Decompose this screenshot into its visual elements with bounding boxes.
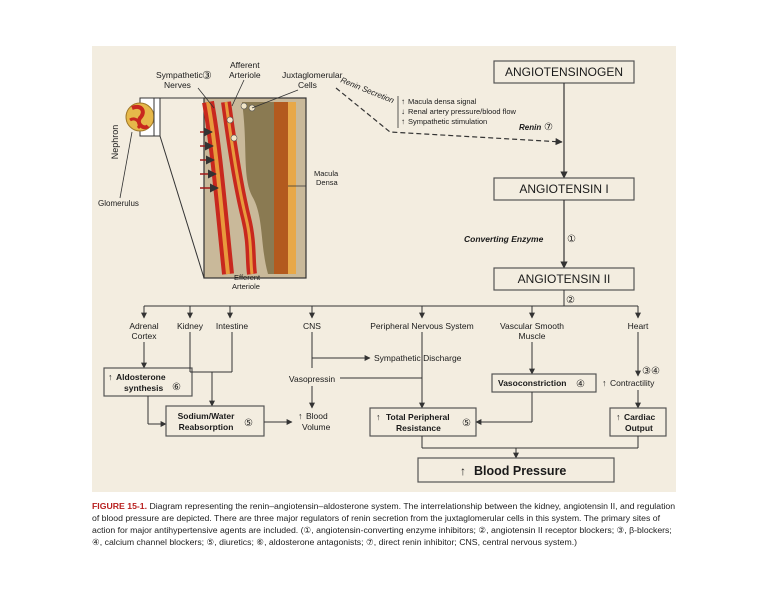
svg-text:Blood: Blood — [306, 411, 328, 421]
svg-text:⑥: ⑥ — [172, 382, 181, 393]
vasoconstriction-box: Vasoconstriction ④ — [491, 373, 597, 393]
intestine-label: Intestine — [216, 321, 248, 331]
marker-angiotensin2: ② — [566, 295, 575, 306]
sympathetic-nerves-label: Sympathetic — [156, 70, 204, 80]
figure-caption: FIGURE 15-1. Diagram representing the re… — [92, 500, 682, 548]
svg-text:ANGIOTENSIN I: ANGIOTENSIN I — [519, 182, 608, 196]
arrow-up-icon: ↑ — [376, 412, 381, 422]
svg-text:Cardiac: Cardiac — [624, 412, 655, 422]
adrenal-cortex-label: Adrenal — [129, 321, 158, 331]
svg-text:Total Peripheral: Total Peripheral — [386, 412, 450, 422]
arrow-up-icon: ↑ — [298, 411, 303, 421]
svg-text:ANGIOTENSINOGEN: ANGIOTENSINOGEN — [505, 65, 623, 79]
angiotensin-1-box: ANGIOTENSIN I — [493, 177, 635, 201]
efferent-arteriole-label-2: Arteriole — [232, 282, 260, 291]
marker-sympathetic: ③ — [202, 70, 212, 82]
tpr-box: ↑ Total Peripheral Resistance ⑤ — [369, 407, 477, 437]
renin-regulators: ↑ Macula densa signal ↓ Renal artery pre… — [397, 96, 553, 133]
signal-renal-artery: Renal artery pressure/blood flow — [408, 107, 517, 116]
sodium-water-box: Sodium/Water Reabsorption ⑤ — [165, 405, 265, 437]
svg-text:Aldosterone: Aldosterone — [116, 372, 166, 382]
svg-text:Blood Pressure: Blood Pressure — [474, 464, 566, 478]
arrow-up-icon: ↑ — [602, 378, 607, 388]
vsm-label: Vascular Smooth — [500, 321, 564, 331]
svg-text:Volume: Volume — [302, 422, 331, 432]
sympathetic-nerve-arrows — [200, 127, 219, 193]
arrow-up-icon: ↑ — [401, 117, 405, 126]
macula-densa-label-2: Densa — [316, 178, 339, 187]
svg-text:⑤: ⑤ — [462, 418, 471, 429]
signal-sympathetic: Sympathetic stimulation — [408, 117, 487, 126]
arrow-up-icon: ↑ — [460, 464, 466, 478]
afferent-arteriole-label-2: Arteriole — [229, 70, 261, 80]
svg-text:④: ④ — [576, 379, 585, 390]
figure-panel: Nephron Glomerulus — [92, 46, 676, 492]
caption-label: FIGURE 15-1. — [92, 501, 148, 511]
nephron-illustration: Nephron Glomerulus — [98, 97, 307, 279]
aldosterone-box: ↑ Aldosterone synthesis ⑥ — [103, 367, 193, 397]
svg-text:ANGIOTENSIN II: ANGIOTENSIN II — [518, 272, 611, 286]
heart-label: Heart — [628, 321, 649, 331]
pns-label: Peripheral Nervous System — [370, 321, 473, 331]
efferent-arteriole-label: Efferent — [234, 273, 261, 282]
adrenal-cortex-label-2: Cortex — [131, 331, 157, 341]
caption-text: Diagram representing the renin–angiotens… — [92, 501, 676, 547]
nephron-label: Nephron — [110, 125, 120, 160]
arrow-up-icon: ↑ — [401, 97, 405, 106]
glomerulus-label: Glomerulus — [98, 199, 139, 208]
angiotensinogen-box: ANGIOTENSINOGEN — [493, 60, 635, 84]
svg-text:Resistance: Resistance — [396, 423, 441, 433]
renin-label: Renin — [519, 123, 541, 132]
renin-secretion-label: Renin Secretion — [339, 76, 396, 106]
converting-enzyme-label: Converting Enzyme — [464, 234, 544, 244]
cardiac-output-box: ↑ Cardiac Output — [609, 407, 667, 437]
renin-secretion-path — [335, 87, 563, 146]
marker-converting-enzyme: ① — [567, 234, 576, 245]
angiotensin-2-box: ANGIOTENSIN II — [493, 267, 635, 291]
svg-text:⑤: ⑤ — [244, 418, 253, 429]
svg-text:synthesis: synthesis — [124, 383, 163, 393]
marker-heart: ③④ — [642, 366, 660, 377]
juxtaglomerular-label-2: Cells — [298, 80, 317, 90]
macula-densa-label: Macula — [314, 169, 339, 178]
svg-text:Sodium/Water: Sodium/Water — [178, 411, 236, 421]
signal-macula-densa: Macula densa signal — [408, 97, 477, 106]
vasopressin-label: Vasopressin — [289, 374, 335, 384]
svg-text:Output: Output — [625, 423, 653, 433]
contractility-label: Contractility — [610, 378, 655, 388]
glomerulus-icon — [125, 97, 161, 137]
blood-pressure-box: ↑ Blood Pressure — [417, 457, 615, 483]
blood-volume: ↑ Blood Volume — [298, 411, 331, 432]
arrow-down-icon: ↓ — [401, 107, 405, 116]
juxtaglomerular-label: Juxtaglomerular — [282, 70, 343, 80]
afferent-arteriole-label: Afferent — [230, 60, 260, 70]
sympathetic-nerves-label-2: Nerves — [164, 80, 191, 90]
kidney-label: Kidney — [177, 321, 204, 331]
arrow-up-icon: ↑ — [616, 412, 621, 422]
svg-text:Reabsorption: Reabsorption — [179, 422, 234, 432]
raas-diagram: Nephron Glomerulus — [98, 60, 667, 483]
sympathetic-discharge-label: Sympathetic Discharge — [374, 353, 462, 363]
arrow-up-icon: ↑ — [108, 372, 113, 382]
marker-renin: ⑦ — [544, 122, 553, 133]
svg-text:Vasoconstriction: Vasoconstriction — [498, 378, 567, 388]
vsm-label-2: Muscle — [519, 331, 546, 341]
cns-label: CNS — [303, 321, 321, 331]
